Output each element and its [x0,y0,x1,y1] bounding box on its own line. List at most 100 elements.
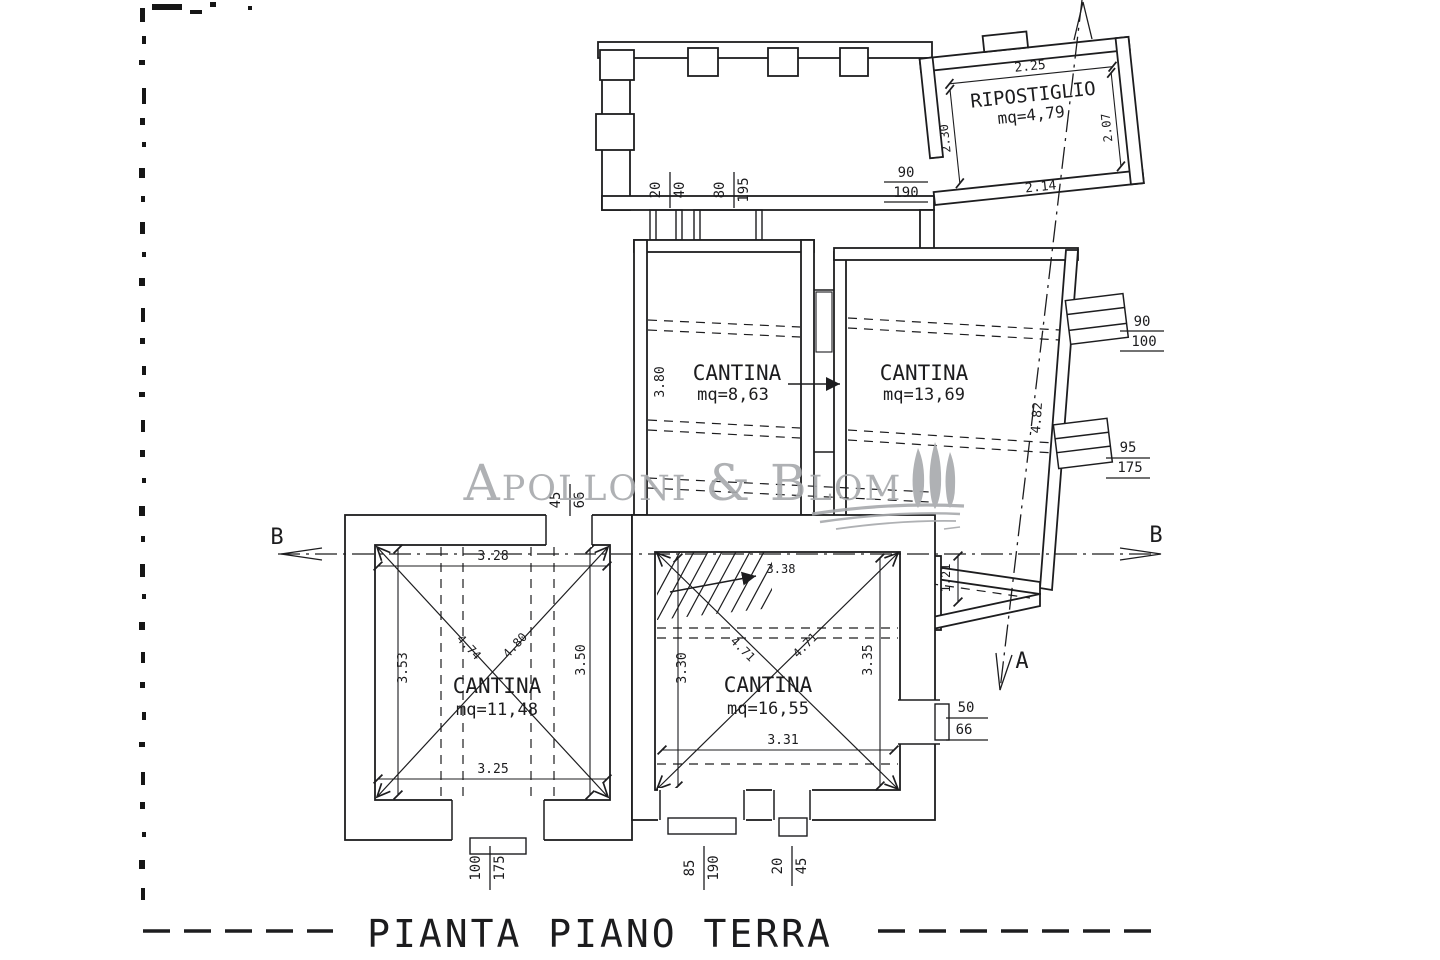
dim-lines [372,543,613,801]
opening-height: 45 [794,858,810,875]
opening-width: 20 [770,858,786,875]
opening-label-top-door-small: 20 40 [648,172,688,208]
room-area-cantina863: mq=8,63 [697,385,769,405]
pilaster [839,47,869,77]
section-label-a: A [1015,649,1028,674]
ripostiglio-room: 2.25 RIPOSTIGLIO mq=4,79 2.14 2.30 2.07 [918,30,1145,206]
section-line-a: A [995,0,1093,691]
window-step [778,817,808,837]
pilaster [595,113,635,151]
opening-height: 66 [572,492,588,509]
dim-cantina1655-bottom: 3.31 [767,733,798,748]
wall [597,41,933,59]
window-box-upper [1064,292,1130,346]
room-label-cantina1369: CANTINA [880,361,969,385]
beam-dashed-lines [847,317,1061,454]
dim-cantina1655-right: 3.35 [861,644,876,675]
opening-width: 90 [898,165,915,181]
cantina-1148-room: 3.28 3.25 3.53 3.50 4.74 4.80 CANTINA mq… [344,513,633,855]
room-label-cantina863: CANTINA [693,361,782,385]
watermark-cypress-trees [912,442,956,509]
opening-label-cantina1655-bottom-window: 20 45 [770,846,810,886]
dim-line [944,61,1118,90]
room-label-cantina1655: CANTINA [724,673,813,697]
wall [927,592,1041,632]
opening-height: 40 [672,182,688,199]
wall [1039,249,1079,592]
opening-width: 50 [958,700,975,716]
opening-width: 20 [648,182,664,199]
dim-cantina1369-right: 4.82 [1029,402,1046,434]
courtyard-walls [595,41,935,251]
page-title: PIANTA PIANO TERRA [367,912,833,956]
door-gap [452,796,544,842]
opening-width: 80 [712,182,728,199]
dim-ripostiglio-top: 2.25 [1014,58,1047,76]
section-arrow-right [1119,547,1162,561]
opening-height: 190 [706,855,722,880]
dim-cantina863-left: 3.80 [653,366,668,397]
section-arrow-left [280,547,323,561]
dim-ripostiglio-bottom: 2.14 [1024,178,1057,196]
opening-height: 175 [492,855,508,880]
opening-width: 90 [1134,314,1151,330]
dim-line [945,84,965,189]
section-arrow-bottom [995,652,1013,691]
door-leaf [815,291,833,353]
scan-artifacts [139,2,252,900]
wall [1114,35,1145,186]
room-area-cantina1369: mq=13,69 [883,385,965,405]
dim-right-wing-bottom: 1.21 [939,564,953,593]
dim-ripostiglio-left: 2.30 [937,123,954,153]
dim-cantina1655-top: 3.38 [767,562,796,576]
wall [919,209,935,251]
window-box-lower [1052,417,1114,470]
watermark: Apolloni & Blom [463,442,965,530]
diagonal-braces [375,545,610,799]
opening-height: 175 [1117,460,1142,476]
room-label-cantina1148: CANTINA [453,674,542,698]
door-gap [658,788,746,822]
dim-cantina1655-left: 3.30 [675,652,690,683]
opening-height: 190 [893,185,918,201]
wall [633,239,815,253]
door-step [469,837,527,855]
room-area-cantina1148: mq=11,48 [456,700,538,720]
opening-label-cantina1655-right-door: 50 66 [946,700,988,741]
section-label-b-left: B [270,525,283,550]
watermark-swoosh [811,503,965,530]
cantina-863-room: 3.80 CANTINA mq=8,63 [633,239,931,557]
dim-ripostiglio-right: 2.07 [1098,113,1115,143]
opening-height: 100 [1131,334,1156,350]
cantina-1655-room: 3.38 3.31 3.30 3.35 4.71 4.71 CANTINA mq… [631,514,950,837]
pilaster [767,47,799,77]
pilaster [687,47,719,77]
section-line-b: B B [270,523,1164,561]
door-step [667,817,737,835]
beam-dashed-line [849,571,1031,599]
door-gap [896,700,938,744]
pilaster [599,49,635,81]
opening-width: 100 [468,855,484,880]
plan-title: PIANTA PIANO TERRA [143,912,1162,956]
opening-height: 195 [736,177,752,202]
opening-width: 45 [548,492,564,509]
dim-cantina1148-left: 3.53 [396,652,411,683]
opening-label-right-window-lower: 95 175 [1106,440,1150,479]
dim-cantina1148-top: 3.28 [477,549,508,564]
wall [833,247,1079,261]
opening-height: 66 [956,722,973,738]
watermark-text: Apolloni & Blom [463,454,903,512]
opening-label-center-window: 45 66 [548,484,588,516]
door-step [934,703,950,741]
section-arrow-top [1073,1,1093,41]
opening-label-cantina1655-bottom-door: 85 190 [682,846,722,890]
window-gap [546,513,592,547]
opening-label-top-door-large: 80 195 [712,172,752,208]
beam-dashed-lines [657,627,898,765]
room-area-cantina1655: mq=16,55 [727,699,809,719]
opening-label-cantina1148-bottom-door: 100 175 [468,846,508,890]
opening-label-ripostiglio-door: 90 190 [884,165,928,203]
